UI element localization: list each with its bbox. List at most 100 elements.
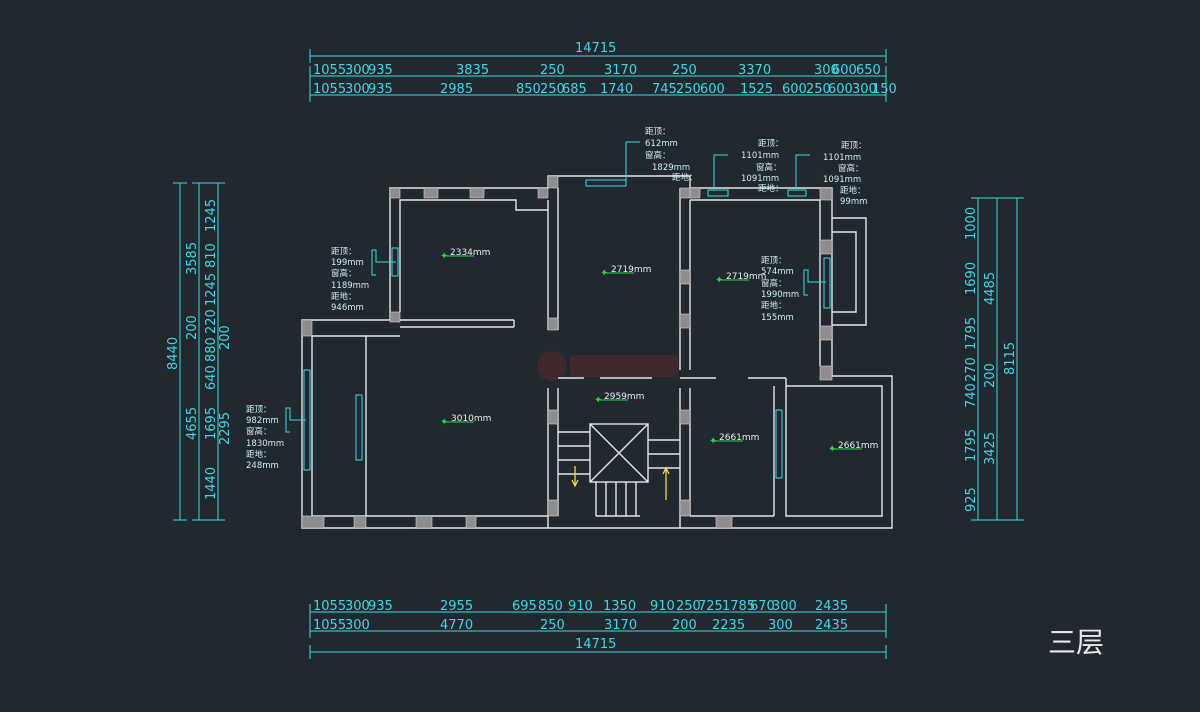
dim-label: 4485 xyxy=(983,272,998,305)
dim-label: 3585 xyxy=(185,242,200,275)
annotation-line: 1091mm xyxy=(741,174,779,184)
dim-label: 3370 xyxy=(738,63,771,78)
annotation-line: 距地： xyxy=(840,185,866,196)
height-label: 2661mm xyxy=(838,441,878,451)
window-annotation: 距顶： 1101mm 窗高： 1091mm 距地： xyxy=(741,139,784,194)
dim-label: 3835 xyxy=(456,63,489,78)
dim-label: 150 xyxy=(872,82,897,97)
dim-label: 3170 xyxy=(604,63,637,78)
annotation-line: 1829mm xyxy=(652,163,690,173)
dim-label: 300 xyxy=(814,63,839,78)
dim-label: 600 xyxy=(782,82,807,97)
dim-label: 4655 xyxy=(185,407,200,440)
height-marker: ✦ 2719mm xyxy=(600,265,651,279)
annotation-line: 窗高： xyxy=(246,426,272,437)
dim-label: 600 xyxy=(700,82,725,97)
dim-label: 300 xyxy=(345,618,370,633)
top-row2-dims: 1055 300 935 2985 850 250 685 1740 745 2… xyxy=(313,82,897,97)
annotation-line: 1990mm xyxy=(761,290,799,300)
height-label: 2661mm xyxy=(719,433,759,443)
dim-label: 1350 xyxy=(603,599,636,614)
dim-label: 695 xyxy=(512,599,537,614)
dim-label: 745 xyxy=(652,82,677,97)
dim-label: 250 xyxy=(540,82,565,97)
dim-label: 250 xyxy=(806,82,831,97)
height-label: 2719mm xyxy=(611,265,651,275)
dim-label: 1695 xyxy=(204,407,219,440)
height-marker: ✦ 2661mm xyxy=(709,433,759,447)
dim-label: 300 xyxy=(345,82,370,97)
dim-label: 1055 xyxy=(313,599,346,614)
annotation-line: 窗高： xyxy=(838,163,864,174)
annotation-line: 距顶： xyxy=(758,139,784,149)
dim-label: 670 xyxy=(750,599,775,614)
height-marker-icon: ✦ xyxy=(594,395,602,406)
dim-label: 300 xyxy=(852,82,877,97)
height-marker: ✦ 2334mm xyxy=(440,248,490,262)
dim-label: 925 xyxy=(964,487,979,512)
dim-label: 935 xyxy=(368,599,393,614)
annotation-line: 距地： xyxy=(672,172,698,183)
annotation-line: 距地： xyxy=(246,449,272,460)
annotation-line: 窗高： xyxy=(331,268,357,279)
top-dimension-lines xyxy=(309,49,887,102)
dim-label: 2955 xyxy=(440,599,473,614)
annotation-line: 946mm xyxy=(331,303,364,313)
annotation-line: 1101mm xyxy=(823,153,861,163)
annotation-line: 距地： xyxy=(761,300,787,311)
dim-label: 1245 xyxy=(204,273,219,306)
bottom-total-dim: 14715 xyxy=(575,637,616,652)
height-label: 3010mm xyxy=(451,414,491,424)
height-marker-icon: ✦ xyxy=(440,251,448,262)
bottom-row2-dims: 1055 300 4770 250 3170 200 2235 300 2435 xyxy=(313,618,848,633)
dim-label: 250 xyxy=(676,599,701,614)
dim-label: 910 xyxy=(650,599,675,614)
dim-label: 1785 xyxy=(722,599,755,614)
right-inner-dims: 1000 1690 1795 270 740 1795 925 xyxy=(964,207,979,512)
dim-label: 300 xyxy=(345,63,370,78)
left-total-dim: 8440 xyxy=(166,337,181,370)
annotation-line: 248mm xyxy=(246,461,279,471)
height-marker-icon: ✦ xyxy=(828,444,836,455)
height-marker: ✦ 2719mm xyxy=(715,272,766,286)
height-marker-icon: ✦ xyxy=(440,417,448,428)
dim-label: 935 xyxy=(368,63,393,78)
left-inner-dims: 1245 810 1245 220 880 640 1695 1440 200 … xyxy=(204,199,233,500)
height-marker: ✦ 3010mm xyxy=(440,414,491,428)
dim-label: 600 xyxy=(832,63,857,78)
dim-label: 250 xyxy=(676,82,701,97)
dim-label: 725 xyxy=(698,599,723,614)
dim-label: 250 xyxy=(540,63,565,78)
dim-label: 220 xyxy=(204,309,219,334)
dim-label: 1055 xyxy=(313,82,346,97)
dim-label: 935 xyxy=(368,82,393,97)
dim-label: 270 xyxy=(964,357,979,382)
height-label: 2959mm xyxy=(604,392,644,402)
dim-label: 1690 xyxy=(964,262,979,295)
dim-label: 3170 xyxy=(604,618,637,633)
dim-label: 685 xyxy=(562,82,587,97)
top-row1-dims: 1055 300 935 3835 250 3170 250 3370 300 … xyxy=(313,63,881,78)
dim-label: 1440 xyxy=(204,467,219,500)
height-label: 2719mm xyxy=(726,272,766,282)
watermark-logo xyxy=(537,351,678,381)
window-annotation: 距顶： 612mm 窗高： 1829mm 距地： xyxy=(645,127,698,183)
dim-label: 200 xyxy=(672,618,697,633)
annotation-line: 1830mm xyxy=(246,439,284,449)
top-total-dim: 14715 xyxy=(575,41,616,56)
annotation-line: 155mm xyxy=(761,313,794,323)
dim-label: 1795 xyxy=(964,429,979,462)
dim-label: 740 xyxy=(964,383,979,408)
annotation-line: 窗高： xyxy=(761,278,787,289)
annotation-line: 窗高： xyxy=(756,162,782,173)
dim-label: 200 xyxy=(218,325,233,350)
dim-label: 1740 xyxy=(600,82,633,97)
dim-label: 250 xyxy=(540,618,565,633)
walls xyxy=(301,175,893,529)
dim-label: 2435 xyxy=(815,599,848,614)
window-annotation: 距顶： 982mm 窗高： 1830mm 距地： 248mm xyxy=(246,405,284,471)
floor-label: 三层 xyxy=(1048,626,1104,659)
dim-label: 2295 xyxy=(218,412,233,445)
dim-label: 2985 xyxy=(440,82,473,97)
